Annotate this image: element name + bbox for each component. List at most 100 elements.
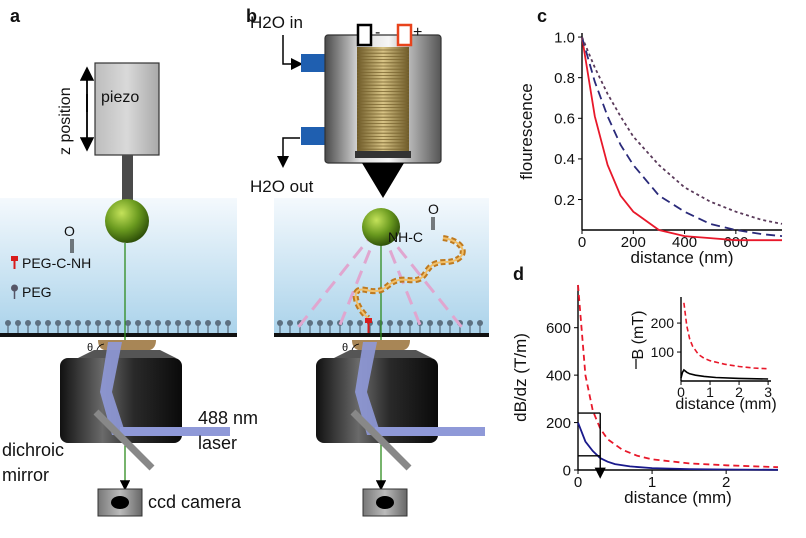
- objective-top-b: [334, 350, 432, 358]
- series-line-solid: [577, 422, 779, 471]
- peg-head: [45, 320, 51, 326]
- ccd-camera-label: ccd camera: [148, 492, 242, 512]
- peg-head: [175, 320, 181, 326]
- piezo-label: piezo: [101, 89, 139, 106]
- peg-head: [155, 320, 161, 326]
- x-axis-label: distance (nm): [631, 248, 734, 267]
- y-tick-label: 0.6: [554, 111, 575, 128]
- y-tick-label: 200: [546, 415, 571, 432]
- peg-label: PEG: [22, 284, 52, 300]
- peg-cnh-label: PEG-C-NH: [22, 255, 91, 271]
- peg-head: [407, 320, 413, 326]
- laser-cone-a: [100, 342, 126, 435]
- y-tick-label: 1.0: [554, 29, 575, 46]
- series-line-dotted: [581, 36, 783, 225]
- objective-lens-b: [316, 358, 438, 443]
- peg-head: [195, 320, 201, 326]
- y-tick-label: 400: [546, 367, 571, 384]
- series-line-dashed: [577, 284, 779, 469]
- coil-base: [355, 151, 411, 158]
- z-position-label: z position: [57, 87, 74, 155]
- peg-head: [397, 320, 403, 326]
- dna-tether-highlight: [354, 237, 464, 319]
- theta-arc-a: [96, 343, 105, 351]
- water-in-arrow: [282, 35, 303, 70]
- laser-beam-b: [375, 427, 485, 436]
- water-out-arrow: [277, 137, 300, 168]
- laser-line-1: 488 nm: [198, 408, 258, 428]
- inset-background: [640, 290, 806, 430]
- x-axis-label: distance (mm): [675, 396, 776, 413]
- peg-head: [205, 320, 211, 326]
- laser-cone-b: [355, 342, 381, 435]
- magnetic-bead-b: [362, 208, 400, 246]
- theta-arc-b: [351, 343, 360, 351]
- piezo-rod: [122, 155, 133, 207]
- peg-head: [35, 320, 41, 326]
- evanescent-line-2: [336, 229, 380, 331]
- peg-head: [427, 320, 433, 326]
- peg-head: [277, 320, 283, 326]
- peg-head: [95, 320, 101, 326]
- electromagnet-coil: [357, 47, 409, 151]
- peg-head: [105, 320, 111, 326]
- peg-head: [5, 320, 11, 326]
- water-out-label: H2O out: [250, 177, 314, 196]
- peg-head: [287, 320, 293, 326]
- laser-line-2: laser: [198, 433, 237, 453]
- peg-head: [225, 320, 231, 326]
- panel-c-label: c: [537, 6, 547, 26]
- immersion-oil-a: [98, 340, 156, 350]
- minus-label: -: [375, 24, 380, 41]
- objective-lens-a: [60, 358, 182, 443]
- y-tick-label: 0.2: [554, 192, 575, 209]
- x-tick-label: 0: [578, 234, 586, 251]
- nh-c-label: NH-C: [388, 229, 423, 245]
- y-axis-label: B (mT): [630, 311, 647, 360]
- x-axis-label: distance (mm): [624, 488, 732, 507]
- peg-head: [145, 320, 151, 326]
- peg-head: [55, 320, 61, 326]
- y-tick-label: 0.4: [554, 151, 575, 168]
- outlet-tube: [301, 127, 325, 145]
- magnet-tip: [362, 163, 404, 198]
- piezo-actuator: [94, 62, 160, 156]
- dichroic-line-1: dichroic: [2, 440, 64, 460]
- x-tick-label: 0: [574, 474, 582, 491]
- panel-d-label: d: [513, 264, 524, 284]
- laser-beam-a: [120, 427, 230, 436]
- x-tick-label: 3: [764, 384, 772, 400]
- x-tick-label: 2: [735, 384, 743, 400]
- water-in-label: H2O in: [250, 13, 303, 32]
- carbonyl-o-b: O: [428, 201, 439, 217]
- peg-head: [125, 320, 131, 326]
- x-tick-label: 200: [621, 234, 646, 251]
- x-tick-label: 1: [648, 474, 656, 491]
- camera-lens-icon-b: [376, 496, 394, 509]
- objective-top-a: [78, 350, 176, 358]
- y-axis-label: dB/dz (T/m): [511, 333, 530, 422]
- dichroic-mirror-b: [350, 409, 412, 471]
- peg-head: [327, 320, 333, 326]
- positive-terminal-icon: [396, 23, 413, 47]
- peg-head: [357, 320, 363, 326]
- series-line-solid: [680, 368, 769, 380]
- grey-peg-marker-icon: [11, 284, 18, 292]
- series-line-dashed: [683, 302, 769, 370]
- y-tick-label: 0.8: [554, 70, 575, 87]
- y-tick-label: 100: [651, 344, 675, 360]
- peg-brush-a: [5, 320, 231, 333]
- series-line-solid: [581, 36, 782, 242]
- peg-head: [75, 320, 81, 326]
- coil-windings: [357, 49, 409, 150]
- peg-head: [377, 320, 383, 326]
- peg-head: [307, 320, 313, 326]
- peg-head: [185, 320, 191, 326]
- peg-head: [447, 320, 453, 326]
- immersion-oil-b: [352, 340, 410, 350]
